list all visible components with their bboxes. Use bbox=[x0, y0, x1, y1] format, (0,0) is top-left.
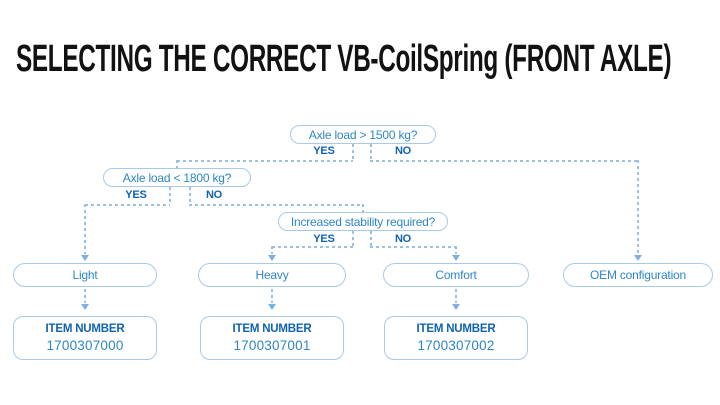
connector-q2-no-drop bbox=[362, 204, 364, 212]
item-number-header: ITEM NUMBER bbox=[416, 323, 496, 335]
connector-q2-yes-drop bbox=[84, 204, 86, 254]
outcome-node-light: Light bbox=[13, 263, 157, 287]
outcome-label: Heavy bbox=[255, 268, 289, 282]
connector-q1-no-horizontal bbox=[370, 160, 638, 162]
arrow-to-comfort bbox=[452, 255, 460, 261]
connector-q1-no-stub bbox=[370, 144, 372, 161]
item-number-box-heavy: ITEM NUMBER 1700307001 bbox=[200, 316, 344, 360]
question-label: Increased stability required? bbox=[290, 214, 436, 229]
item-number-value: 1700307001 bbox=[233, 338, 311, 353]
arrow-to-heavy bbox=[268, 255, 276, 261]
connector-q1-no-drop bbox=[637, 160, 639, 255]
question-label: Axle load > 1500 kg? bbox=[308, 127, 418, 142]
connector-q1-yes-drop bbox=[176, 160, 178, 168]
connector-q3-no-drop bbox=[455, 246, 457, 254]
connector-q2-yes-horizontal bbox=[85, 204, 170, 206]
no-label-q2: NO bbox=[205, 189, 223, 201]
item-number-header: ITEM NUMBER bbox=[232, 323, 312, 335]
yes-label-q2: YES bbox=[125, 189, 147, 201]
item-number-header: ITEM NUMBER bbox=[45, 323, 125, 335]
connector-q2-no-stub bbox=[189, 187, 191, 205]
yes-label-q1: YES bbox=[313, 145, 335, 157]
connector-q3-yes-stub bbox=[352, 231, 354, 247]
question-label: Axle load < 1800 kg? bbox=[122, 170, 232, 185]
outcome-node-heavy: Heavy bbox=[198, 263, 346, 287]
yes-label-q3: YES bbox=[313, 233, 335, 245]
connector-q2-yes-stub bbox=[169, 187, 171, 205]
connector-comfort-to-item bbox=[455, 289, 457, 303]
connector-q2-no-horizontal bbox=[189, 204, 363, 206]
item-number-box-comfort: ITEM NUMBER 1700307002 bbox=[384, 316, 528, 360]
connector-q1-yes-stub bbox=[352, 144, 354, 161]
page-title: SELECTING THE CORRECT VB-CoilSpring (FRO… bbox=[16, 38, 672, 80]
question-node-axle-load-1500: Axle load > 1500 kg? bbox=[290, 125, 436, 144]
connector-light-to-item bbox=[84, 289, 86, 303]
outcome-label: Comfort bbox=[435, 268, 477, 282]
item-number-value: 1700307002 bbox=[417, 338, 495, 353]
question-node-axle-load-1800: Axle load < 1800 kg? bbox=[103, 168, 251, 187]
no-label-q1: NO bbox=[394, 145, 412, 157]
item-number-value: 1700307000 bbox=[46, 338, 124, 353]
connector-q3-yes-drop bbox=[271, 246, 273, 254]
arrow-to-item-1700307001 bbox=[268, 304, 276, 310]
connector-heavy-to-item bbox=[271, 289, 273, 303]
connector-q3-yes-horizontal bbox=[272, 246, 353, 248]
no-label-q3: NO bbox=[394, 233, 412, 245]
connector-q1-yes-horizontal bbox=[177, 160, 353, 162]
arrow-to-oem-configuration bbox=[634, 255, 642, 261]
outcome-label: OEM configuration bbox=[590, 268, 686, 282]
item-number-box-light: ITEM NUMBER 1700307000 bbox=[13, 316, 157, 360]
arrow-to-light bbox=[81, 255, 89, 261]
arrow-to-item-1700307000 bbox=[81, 304, 89, 310]
connector-q3-no-stub bbox=[370, 231, 372, 247]
outcome-node-comfort: Comfort bbox=[383, 263, 529, 287]
connector-q3-no-horizontal bbox=[370, 246, 456, 248]
question-node-increased-stability: Increased stability required? bbox=[278, 212, 448, 231]
outcome-node-oem-configuration: OEM configuration bbox=[563, 263, 713, 287]
outcome-label: Light bbox=[72, 268, 98, 282]
arrow-to-item-1700307002 bbox=[452, 304, 460, 310]
